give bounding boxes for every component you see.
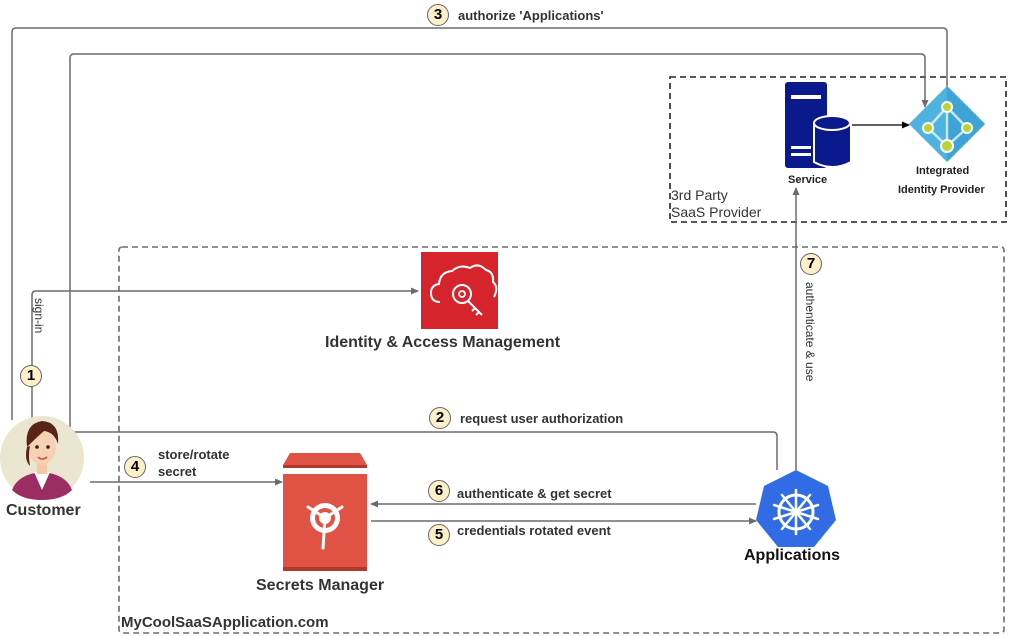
- kubernetes-helm-icon: [756, 470, 836, 547]
- step-label-request-user-authorization: request user authorization: [460, 411, 624, 426]
- third-party-label-line1: 3rd Party: [671, 187, 728, 203]
- secrets-manager-label: Secrets Manager: [256, 577, 385, 594]
- step-label-sign-in: sign-in: [32, 298, 46, 334]
- identity-provider-icon: [909, 86, 985, 162]
- edge-sign-in: [31, 287, 419, 418]
- edge-authorize-applications: [11, 27, 951, 420]
- server-database-icon: [785, 82, 852, 168]
- step-badge-3: 3: [427, 4, 449, 26]
- step-label-credentials-rotated-event: credentials rotated event: [457, 523, 611, 538]
- person-avatar-icon: [0, 416, 84, 500]
- iam-label: Identity & Access Management: [325, 334, 561, 351]
- edge-request-user-authorization: [69, 53, 929, 470]
- cloud-key-icon: [421, 252, 498, 329]
- step-label-authorize-applications: authorize 'Applications': [458, 8, 604, 23]
- third-party-label-line2: SaaS Provider: [671, 204, 762, 220]
- step-badge-2: 2: [429, 407, 451, 429]
- step-label-store-rotate-line1: store/rotate: [158, 447, 230, 462]
- step-badge-6: 6: [428, 480, 450, 502]
- applications-label: Applications: [744, 547, 841, 564]
- step-badge-4: 4: [124, 456, 146, 478]
- idp-label-line1: Integrated: [916, 165, 970, 177]
- step-badge-7: 7: [800, 253, 822, 275]
- customer-label: Customer: [6, 502, 81, 519]
- step-label-authenticate-use: authenticate & use: [803, 282, 817, 382]
- step-badge-5: 5: [428, 524, 450, 546]
- saas-app-container: [118, 246, 1005, 634]
- vault-icon: [283, 453, 367, 571]
- idp-label-line2: Identity Provider: [898, 184, 985, 196]
- step-label-authenticate-get-secret: authenticate & get secret: [457, 486, 612, 501]
- saas-app-container-label: MyCoolSaaSApplication.com: [121, 614, 329, 631]
- service-label: Service: [788, 174, 828, 186]
- step-badge-1: 1: [20, 365, 42, 387]
- step-label-store-rotate-line2: secret: [158, 464, 197, 479]
